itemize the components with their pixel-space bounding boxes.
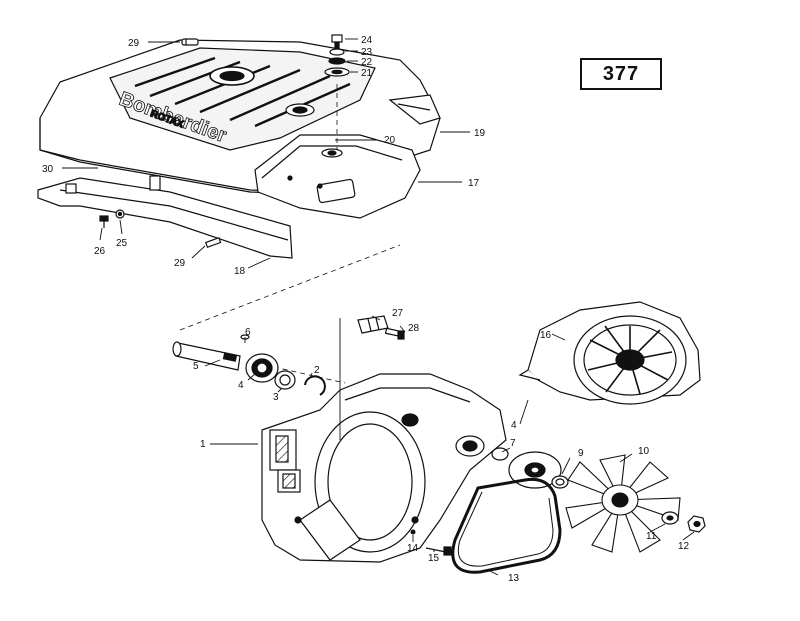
- callout-1: 1: [200, 439, 206, 450]
- shaft: [172, 341, 241, 371]
- bolt-29-top: [181, 38, 199, 46]
- engine-cover: Bombardier ROTAX: [39, 39, 441, 195]
- callout-10: 10: [638, 446, 650, 457]
- callout-25: 25: [116, 238, 128, 249]
- callout-9: 9: [578, 448, 584, 459]
- grommet-22: [328, 57, 346, 65]
- callout-11: 11: [646, 531, 657, 542]
- page-number-badge: 377: [580, 58, 662, 90]
- callout-4b: 4: [511, 420, 517, 431]
- seal-3: [274, 370, 296, 390]
- bolt-29-bottom: [204, 236, 222, 248]
- callout-19: 19: [474, 128, 486, 139]
- callout-6: 6: [245, 327, 251, 338]
- fan-housing: [518, 301, 701, 405]
- callout-16: 16: [540, 330, 552, 341]
- nut-12: [687, 515, 706, 533]
- callout-29b: 29: [174, 258, 186, 269]
- screw-26: [99, 215, 109, 228]
- screw-15: [425, 546, 452, 556]
- washer-11: [661, 511, 679, 525]
- upper-hardware: [99, 34, 350, 248]
- callout-21: 21: [361, 68, 373, 79]
- guard-rail: [37, 175, 293, 259]
- callout-24: 24: [361, 35, 373, 46]
- callout-14: 14: [407, 543, 419, 554]
- cooling-fan: [565, 454, 681, 553]
- circlip-2: [304, 375, 326, 396]
- callout-17: 17: [468, 178, 480, 189]
- callout-29a: 29: [128, 38, 140, 49]
- leader-lines: [62, 38, 695, 576]
- callout-22: 22: [361, 57, 373, 68]
- callout-27: 27: [392, 308, 404, 319]
- callout-23: 23: [361, 47, 373, 58]
- callout-28: 28: [408, 323, 420, 334]
- callout-4a: 4: [238, 380, 244, 391]
- clip-bracket: [339, 315, 389, 440]
- bolt-28: [384, 327, 405, 340]
- callout-7: 7: [510, 438, 516, 449]
- callout-3: 3: [273, 392, 279, 403]
- callout-12: 12: [678, 541, 690, 552]
- spacer-9: [551, 475, 569, 489]
- callout-15: 15: [428, 553, 440, 564]
- callout-20: 20: [384, 135, 396, 146]
- page-number: 377: [602, 62, 640, 85]
- callout-5: 5: [193, 361, 199, 372]
- callout-18: 18: [234, 266, 246, 277]
- cover-plate: [254, 134, 421, 219]
- drive-belt: [451, 477, 562, 574]
- callout-labels: 1 2 3 4 4 5 6 7 9 10 11 12 13 14 15 16 1…: [42, 35, 690, 584]
- callout-30: 30: [42, 164, 54, 175]
- part-14: [410, 529, 416, 535]
- drive-housing: [261, 373, 507, 563]
- pulley: [491, 447, 562, 489]
- drive-belt-inner: [457, 491, 554, 567]
- callout-26: 26: [94, 246, 106, 257]
- callout-13: 13: [508, 573, 520, 584]
- washer-23: [329, 48, 345, 56]
- callout-2: 2: [314, 365, 320, 376]
